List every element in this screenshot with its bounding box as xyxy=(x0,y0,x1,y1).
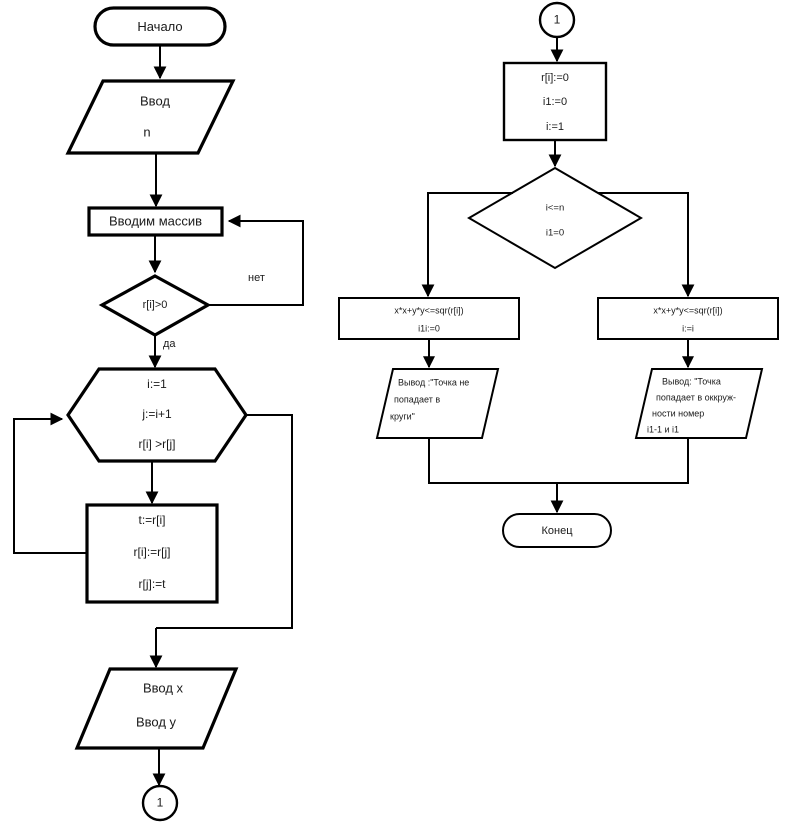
node-loop-hexagon[interactable]: i:=1 j:=i+1 r[i] >r[j] xyxy=(66,367,248,463)
node-init-box[interactable]: r[i]:=0 i1:=0 i:=1 xyxy=(502,61,608,142)
node-init-box-line2: i1:=0 xyxy=(543,96,567,108)
node-left-process-line2: i1i:=0 xyxy=(418,323,440,333)
node-left-process[interactable]: x*x+y*y<=sqr(r[i]) i1i:=0 xyxy=(338,297,520,340)
node-input-xy-line2: Ввод y xyxy=(136,714,177,729)
node-input-n[interactable]: Ввод n xyxy=(65,79,236,155)
node-right-output-line2: попадает в оккруж- xyxy=(656,392,736,402)
node-right-output-line4: i1-1 и i1 xyxy=(647,424,679,434)
edge-hexagon-exit-to-input-xy xyxy=(156,414,293,629)
node-loop-hexagon-line1: i:=1 xyxy=(147,377,167,391)
edge-right-output-merge xyxy=(557,438,689,484)
node-check-positive-label: r[i]>0 xyxy=(143,299,168,311)
node-input-array[interactable]: Вводим массив xyxy=(87,206,224,237)
node-left-output-line3: круги" xyxy=(390,411,415,421)
node-left-output-line2: попадает в xyxy=(394,394,440,404)
node-check-positive[interactable]: r[i]>0 xyxy=(98,274,212,337)
node-input-xy[interactable]: Ввод x Ввод y xyxy=(74,667,239,750)
edge-left-output-merge xyxy=(428,438,557,484)
node-swap-box-line2: r[i]:=r[j] xyxy=(133,545,170,559)
edge-condition-to-left-process xyxy=(421,192,513,298)
label-branch-no: нет xyxy=(248,272,265,284)
node-condition-line1: i<=n xyxy=(546,203,565,214)
node-connector-out-label: 1 xyxy=(157,796,164,810)
edge-no-loop-back xyxy=(208,214,304,306)
node-end-label: Конец xyxy=(541,525,573,537)
node-end[interactable]: Конец xyxy=(502,513,612,548)
node-left-output-line1: Вывод :"Точка не xyxy=(398,377,469,387)
label-branch-yes: да xyxy=(163,338,176,350)
edge-condition-to-right-process xyxy=(598,192,695,298)
node-init-box-line1: r[i]:=0 xyxy=(541,72,569,84)
edge-swap-loop-back xyxy=(13,412,87,554)
node-left-output[interactable]: Вывод :"Точка не попадает в круги" xyxy=(375,368,500,439)
node-condition-line2: i1=0 xyxy=(546,228,564,239)
node-connector-out[interactable]: 1 xyxy=(141,784,179,822)
node-right-process[interactable]: x*x+y*y<=sqr(r[i]) i:=i xyxy=(597,297,779,340)
node-swap-box-line1: t:=r[i] xyxy=(138,513,165,527)
node-start-label: Начало xyxy=(137,19,182,34)
node-start[interactable]: Начало xyxy=(93,6,227,47)
node-input-n-line2: n xyxy=(143,124,150,139)
node-loop-hexagon-line3: r[i] >r[j] xyxy=(138,437,175,451)
node-swap-box[interactable]: t:=r[i] r[i]:=r[j] r[j]:=t xyxy=(85,503,219,604)
node-input-n-line1: Ввод xyxy=(140,93,170,108)
node-right-output[interactable]: Вывод: "Точка попадает в оккруж- ности н… xyxy=(634,368,764,439)
node-left-process-line1: x*x+y*y<=sqr(r[i]) xyxy=(394,305,463,315)
node-init-box-line3: i:=1 xyxy=(546,121,564,133)
node-right-output-line1: Вывод: "Точка xyxy=(662,376,721,386)
node-right-process-line2: i:=i xyxy=(682,323,694,333)
node-condition[interactable]: i<=n i1=0 xyxy=(467,166,643,270)
node-swap-box-line3: r[j]:=t xyxy=(138,577,166,591)
node-input-array-label: Вводим массив xyxy=(109,213,202,228)
node-loop-hexagon-line2: j:=i+1 xyxy=(141,407,172,421)
node-input-xy-line1: Ввод x xyxy=(143,680,184,695)
node-connector-in[interactable]: 1 xyxy=(538,1,576,39)
node-right-process-line1: x*x+y*y<=sqr(r[i]) xyxy=(653,305,722,315)
node-connector-in-label: 1 xyxy=(554,13,561,27)
node-right-output-line3: ности номер xyxy=(652,408,704,418)
